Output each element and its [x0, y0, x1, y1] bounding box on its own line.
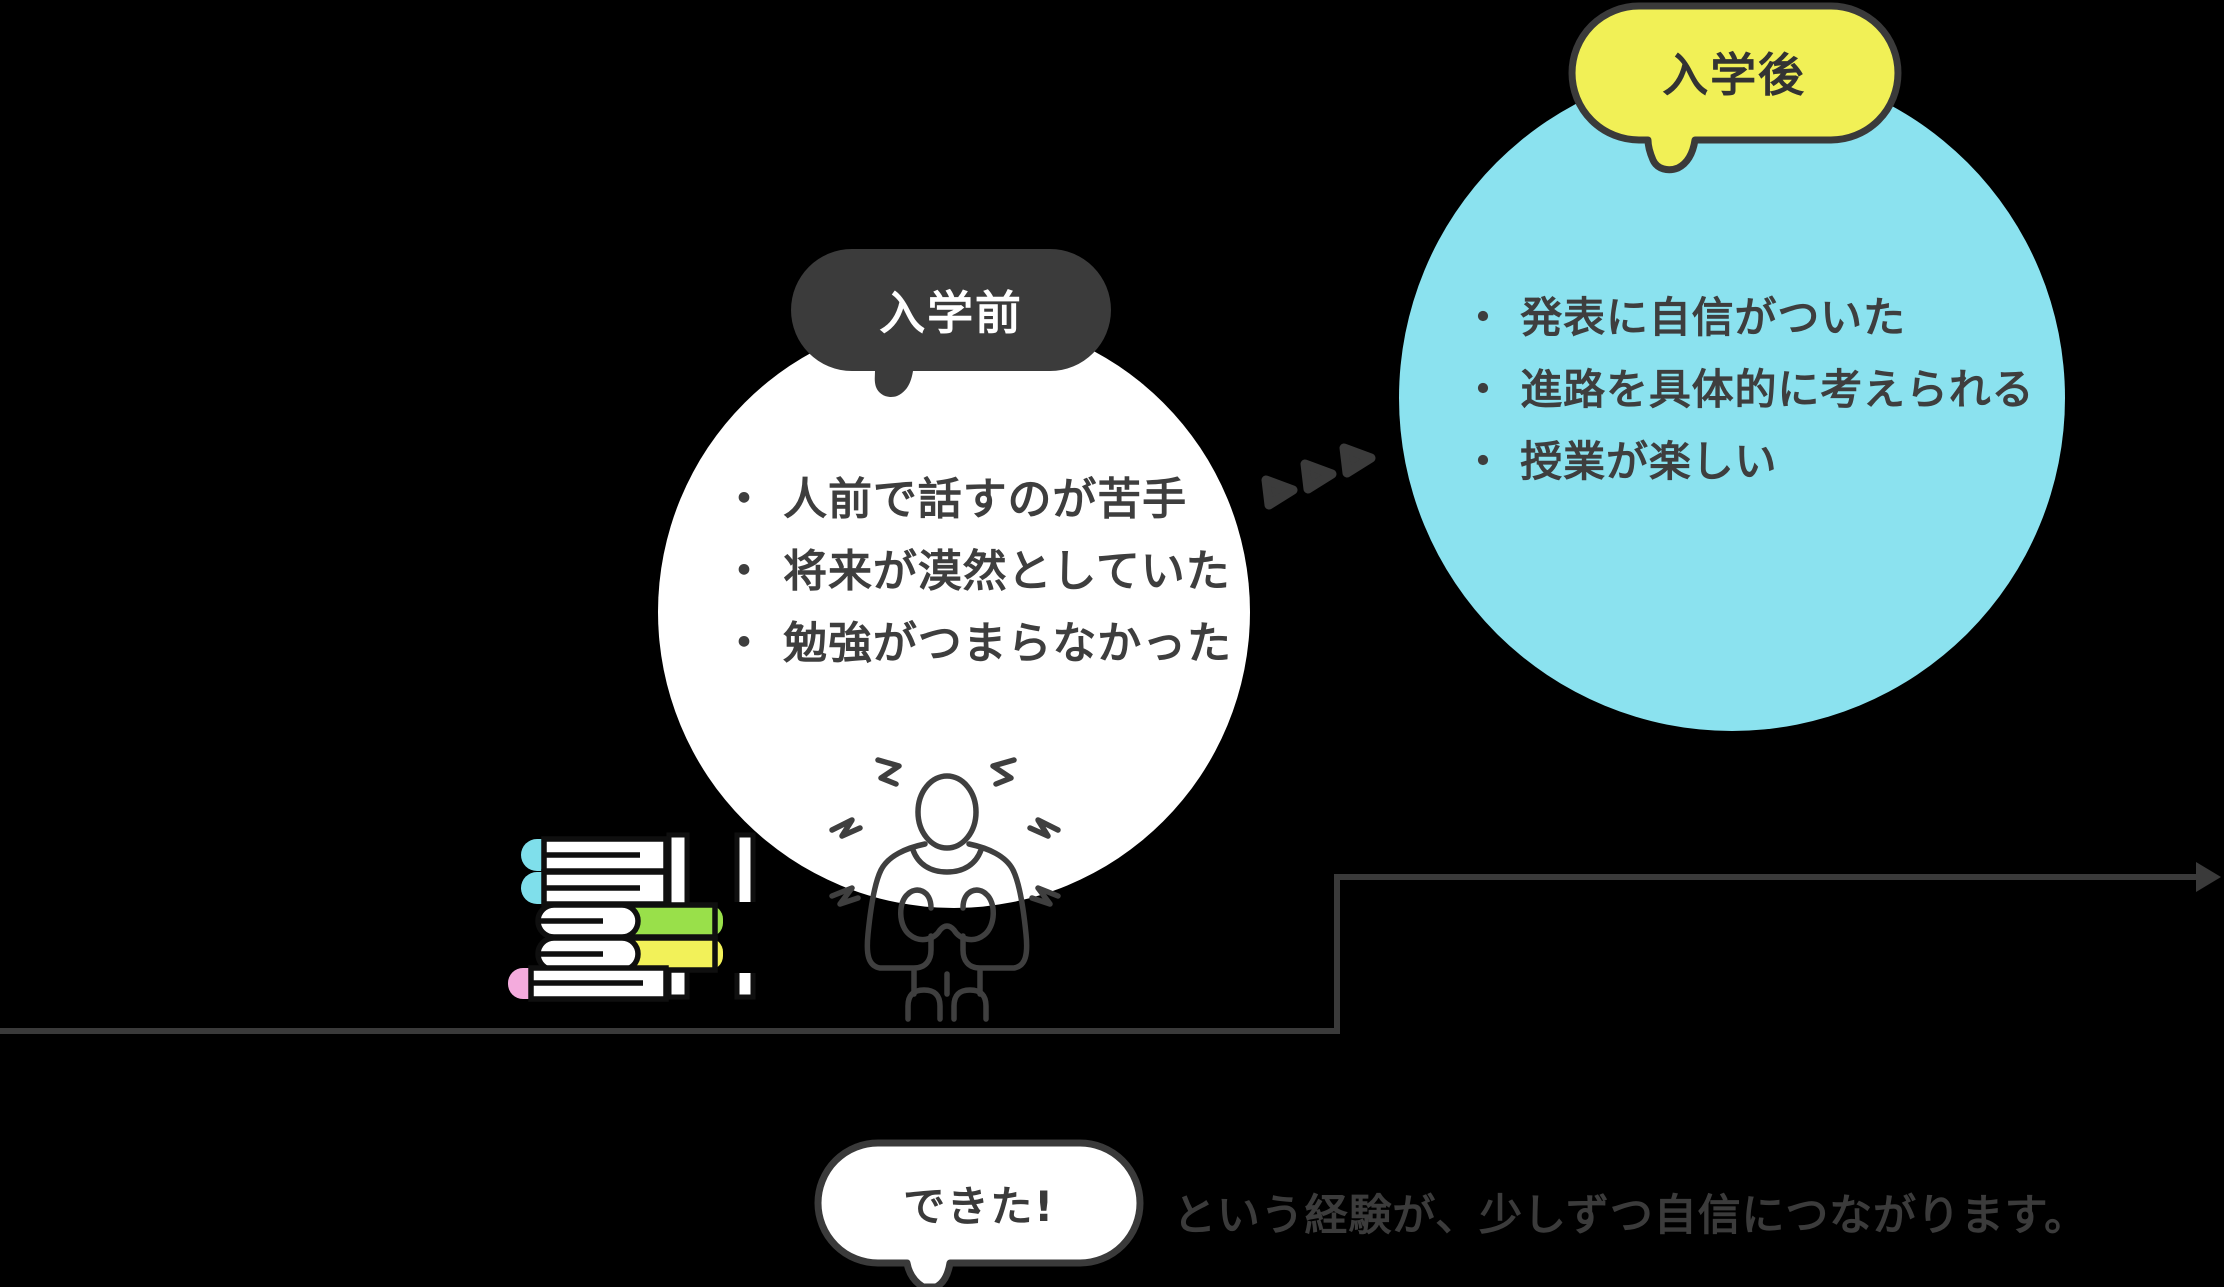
- before-speech-bubble: [791, 249, 1111, 397]
- after-enrollment-list: ・ 発表に自信がついた ・ 進路を具体的に考えられる ・ 授業が楽しい: [1462, 282, 2034, 498]
- before-enrollment-list: ・ 人前で話すのが苦手 ・ 将来が漠然としていた ・ 勉強がつまらなかった: [722, 464, 1232, 680]
- books-stack-icon: [508, 832, 762, 1002]
- dekita-bubble-label: できた!: [903, 1181, 1055, 1231]
- after-enrollment-circle: [1399, 65, 2065, 731]
- list-item: ・ 将来が漠然としていた: [722, 546, 1231, 597]
- timeline-step-arrow: [0, 862, 2221, 1034]
- after-bubble-label: 入学後: [1662, 48, 1806, 102]
- list-item: ・ 人前で話すのが苦手: [722, 474, 1187, 525]
- dekita-speech-bubble: [814, 1139, 1144, 1287]
- after-speech-bubble: [1568, 2, 1902, 174]
- list-item: ・ 進路を具体的に考えられる: [1462, 365, 2035, 414]
- list-item: ・ 勉強がつまらなかった: [722, 618, 1232, 669]
- before-bubble-label: 入学前: [879, 286, 1023, 340]
- list-item: ・ 発表に自信がついた: [1462, 293, 1906, 342]
- before-enrollment-circle: [658, 316, 1250, 908]
- footer-caption: という経験が、少しずつ自信につながります。: [1173, 1191, 2089, 1241]
- anxious-person-icon: [829, 757, 1061, 1022]
- list-item: ・ 授業が楽しい: [1462, 437, 1778, 486]
- transition-arrows-icon: [1261, 443, 1376, 510]
